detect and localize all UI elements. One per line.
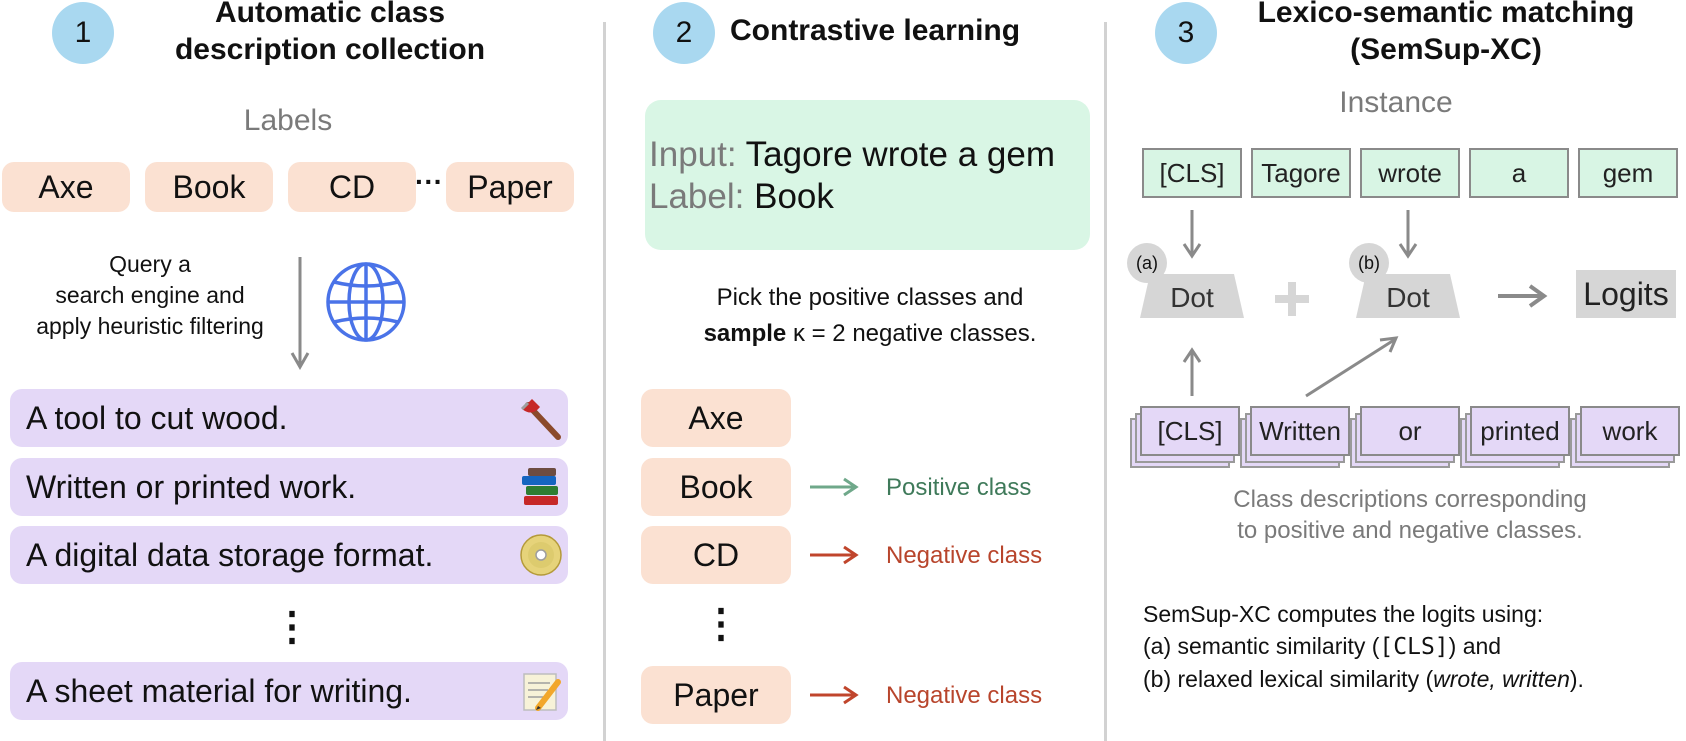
classes-vertical-ellipsis: ⋮	[701, 602, 741, 646]
dot-label-a: Dot	[1170, 282, 1214, 313]
globe-icon	[326, 262, 406, 342]
summary-line-a: (a) semantic similarity ([CLS]) and	[1143, 630, 1584, 663]
labels-ellipsis: ···	[415, 166, 443, 197]
class-chip: Axe	[641, 389, 791, 447]
description-text: A sheet material for writing.	[26, 673, 412, 709]
memo-icon	[523, 673, 561, 711]
caption-line: Class descriptions corresponding	[1233, 486, 1587, 513]
panel-divider-2	[1104, 22, 1107, 741]
badge-b: (b)	[1349, 243, 1389, 283]
summary-b-suffix: ).	[1569, 666, 1584, 692]
label-chip: CD	[288, 162, 416, 212]
class-token: printed	[1470, 406, 1570, 456]
example-label-line: Label: Book	[649, 176, 834, 218]
input-value: Tagore wrote a gem	[745, 135, 1055, 174]
example-input-line: Input: Tagore wrote a gem	[649, 134, 1055, 176]
matching-flow	[1140, 210, 1548, 398]
class-descriptions-caption: Class descriptions corresponding to posi…	[1160, 484, 1660, 546]
panel-3-title-line2: (SemSup-XC)	[1350, 33, 1542, 66]
class-token: or	[1360, 406, 1460, 456]
instruction-line2: sample κ = 2 negative classes.	[630, 316, 1110, 352]
description-text: A digital data storage format.	[26, 537, 434, 573]
input-prefix: Input:	[649, 135, 746, 174]
query-text-line: search engine and	[55, 282, 245, 308]
class-chip: Book	[641, 458, 791, 516]
labels-heading: Labels	[243, 104, 333, 137]
dot-shape-a	[1140, 274, 1244, 318]
plus-icon	[1275, 282, 1309, 316]
negative-arrow	[810, 685, 859, 705]
description-text: Written or printed work.	[26, 469, 357, 505]
description-card: A digital data storage format.	[10, 526, 568, 584]
summary-line-b: (b) relaxed lexical similarity (wrote, w…	[1143, 663, 1584, 695]
logits-arrow	[1498, 284, 1548, 308]
positive-arrow	[810, 477, 859, 497]
class-chip: Paper	[641, 666, 791, 724]
panel-2-title: Contrastive learning	[730, 14, 1021, 47]
sampling-instruction: Pick the positive classes and sample κ =…	[630, 280, 1110, 352]
caption-line: to positive and negative classes.	[1237, 517, 1583, 544]
panel-1-title: Automatic class description collection	[130, 0, 530, 68]
label-value: Book	[754, 177, 834, 216]
label-chip: Book	[145, 162, 273, 212]
instance-token: a	[1469, 148, 1569, 198]
instance-token: gem	[1578, 148, 1678, 198]
panel-divider-1	[603, 22, 606, 741]
instance-heading: Instance	[1339, 86, 1453, 119]
axe-icon	[520, 399, 561, 440]
label-chip: Paper	[446, 162, 574, 212]
descriptions-vertical-ellipsis: ⋮	[272, 605, 312, 649]
instruction-bold: sample	[703, 320, 787, 347]
books-icon	[522, 468, 558, 505]
dot-shape-b	[1356, 274, 1460, 318]
negative-class-label: Negative class	[886, 682, 1043, 709]
instruction-line1: Pick the positive classes and	[716, 284, 1024, 311]
summary-a-suffix: ) and	[1448, 633, 1502, 659]
summary-text: SemSup-XC computes the logits using: (a)…	[1143, 598, 1584, 695]
label-prefix: Label:	[649, 177, 755, 216]
summary-b-italic: wrote, written	[1433, 666, 1570, 692]
query-text-line: Query a	[109, 251, 191, 277]
cd-icon	[520, 534, 562, 576]
label-chip: Axe	[2, 162, 130, 212]
negative-arrow	[810, 545, 859, 565]
example-box: Input: Tagore wrote a gem Label: Book	[645, 100, 1090, 250]
panel-1-title-line2: description collection	[174, 33, 486, 66]
query-down-arrow	[290, 257, 310, 370]
panel-1-title-line1: Automatic class	[214, 0, 446, 29]
instruction-rest: κ = 2 negative classes.	[786, 320, 1037, 347]
summary-b-prefix: (b) relaxed lexical similarity (	[1143, 666, 1434, 692]
description-text: A tool to cut wood.	[26, 400, 288, 436]
logits-box: Logits	[1576, 270, 1676, 318]
negative-class-label: Negative class	[886, 542, 1043, 569]
panel-3-title-line1: Lexico-semantic matching	[1257, 0, 1635, 29]
positive-class-label: Positive class	[886, 474, 1032, 501]
query-text: Query a search engine and apply heuristi…	[10, 249, 290, 342]
query-text-line: apply heuristic filtering	[36, 313, 264, 339]
instance-token: Tagore	[1251, 148, 1351, 198]
summary-a-prefix: (a) semantic similarity (	[1143, 633, 1380, 659]
step-number-1: 1	[52, 2, 114, 64]
instance-token: wrote	[1360, 148, 1460, 198]
summary-a-code: [CLS]	[1379, 634, 1449, 660]
dot-label-b: Dot	[1386, 282, 1430, 313]
step-number-3: 3	[1155, 2, 1217, 64]
summary-line1: SemSup-XC computes the logits using:	[1143, 601, 1544, 627]
class-token: [CLS]	[1140, 406, 1240, 456]
class-chip: CD	[641, 526, 791, 584]
description-card: A sheet material for writing.	[10, 662, 568, 720]
panel-3-title: Lexico-semantic matching (SemSup-XC)	[1226, 0, 1666, 68]
badge-a: (a)	[1127, 243, 1167, 283]
instance-token: [CLS]	[1142, 148, 1242, 198]
step-number-2: 2	[653, 2, 715, 64]
class-token: Written	[1250, 406, 1350, 456]
description-card: A tool to cut wood.	[10, 389, 568, 447]
class-token: work	[1580, 406, 1680, 456]
description-card: Written or printed work.	[10, 458, 568, 516]
